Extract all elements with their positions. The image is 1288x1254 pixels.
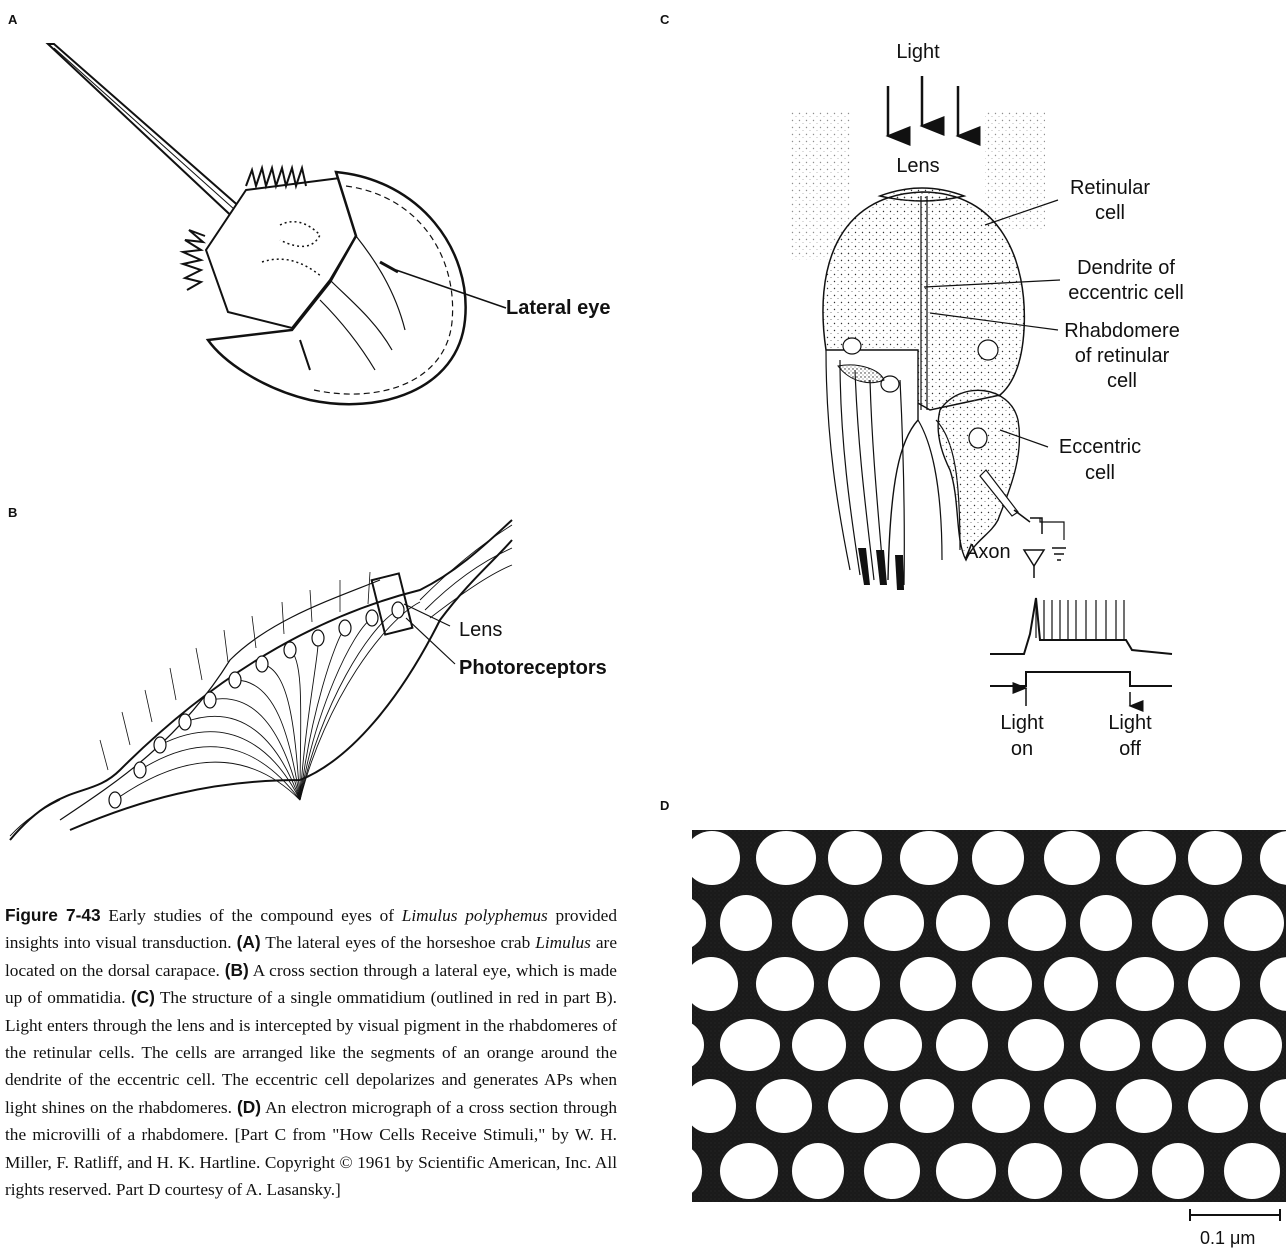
microvillus xyxy=(756,831,816,885)
microvillus xyxy=(1116,1079,1172,1133)
microvillus xyxy=(1044,957,1098,1011)
microvillus xyxy=(1080,895,1132,951)
dendrite-label-2: eccentric cell xyxy=(1068,281,1184,305)
eccentric-cell-label-1: Eccentric xyxy=(1059,435,1141,459)
microvillus xyxy=(612,957,672,1011)
microvillus xyxy=(1080,1143,1138,1199)
dendrite-label-1: Dendrite of xyxy=(1077,256,1175,280)
microvillus xyxy=(648,1019,704,1071)
microvillus xyxy=(1188,957,1240,1011)
microvillus xyxy=(828,1079,888,1133)
microvillus xyxy=(1116,957,1174,1011)
caption-species: Limulus polyphemus xyxy=(402,906,548,925)
microvillus xyxy=(1008,1143,1062,1199)
axon-label: Axon xyxy=(965,540,1011,564)
microvillus xyxy=(756,1079,812,1133)
microvillus xyxy=(1152,895,1208,951)
microvillus xyxy=(684,957,738,1011)
stimulus-trace xyxy=(990,672,1172,686)
microvillus xyxy=(900,1079,954,1133)
microvillus xyxy=(612,831,664,885)
microvillus xyxy=(720,895,772,951)
microvillus xyxy=(684,831,740,885)
microvillus xyxy=(756,957,814,1011)
microvillus xyxy=(612,1079,670,1133)
light-off-label-1: Light xyxy=(1108,711,1151,735)
retinular-cell-label-1: Retinular xyxy=(1070,176,1150,200)
rhabdomere-label-1: Rhabdomere xyxy=(1064,319,1180,343)
microvillus xyxy=(1224,1019,1282,1071)
panel-c-letter: C xyxy=(660,12,669,27)
microvillus xyxy=(900,831,958,885)
caption-marker-d: (D) xyxy=(237,1097,261,1117)
caption-marker-c: (C) xyxy=(131,987,155,1007)
microvillus xyxy=(936,1143,996,1199)
microvillus xyxy=(864,1143,920,1199)
microvillus xyxy=(720,1143,778,1199)
microvillus xyxy=(1224,1143,1280,1199)
microvillus xyxy=(1044,831,1100,885)
microvillus xyxy=(900,957,956,1011)
microvillus xyxy=(1008,895,1066,951)
panel-d-letter: D xyxy=(660,798,669,813)
retinular-cell-label-2: cell xyxy=(1095,201,1125,225)
microvillus xyxy=(1224,895,1284,951)
microvillus xyxy=(972,831,1024,885)
ap-trace xyxy=(990,598,1172,654)
microvillus xyxy=(972,1079,1030,1133)
microvillus xyxy=(1116,831,1176,885)
microvillus xyxy=(1188,831,1242,885)
microvillus xyxy=(792,1143,844,1199)
panel-b-letter: B xyxy=(8,505,17,520)
microvillus xyxy=(828,957,880,1011)
lens-label-c: Lens xyxy=(896,154,939,178)
rhabdomere-label-3: cell xyxy=(1107,369,1137,393)
figure-caption: Figure 7-43 Early studies of the compoun… xyxy=(5,902,617,1203)
microvillus xyxy=(720,1019,780,1071)
caption-figure-label: Figure 7-43 xyxy=(5,905,101,925)
microvillus xyxy=(1152,1143,1204,1199)
microvillus xyxy=(828,831,882,885)
microvillus xyxy=(864,1019,922,1071)
micrograph xyxy=(612,830,1288,1221)
light-on-label-1: Light xyxy=(1000,711,1043,735)
caption-text: The lateral eyes of the horseshoe crab xyxy=(265,933,530,952)
caption-genus: Limulus xyxy=(535,933,591,952)
microvillus xyxy=(648,895,706,951)
light-label: Light xyxy=(896,40,939,64)
microvillus xyxy=(864,895,924,951)
microvillus xyxy=(1188,1079,1248,1133)
microvillus xyxy=(936,895,990,951)
light-on-label-2: on xyxy=(1011,737,1033,761)
lateral-eye-label: Lateral eye xyxy=(506,296,611,320)
microvillus xyxy=(972,957,1032,1011)
horseshoe-crab-drawing xyxy=(48,44,506,404)
photoreceptors-label: Photoreceptors xyxy=(459,656,607,680)
microvillus xyxy=(1044,1079,1096,1133)
eccentric-cell-label-2: cell xyxy=(1085,461,1115,485)
scale-bar-label: 0.1 μm xyxy=(1200,1228,1255,1249)
microvillus xyxy=(648,1143,702,1199)
lens-label-b: Lens xyxy=(459,618,502,642)
microvillus xyxy=(792,1019,846,1071)
rhabdomere-label-2: of retinular xyxy=(1075,344,1170,368)
microvillus xyxy=(792,895,848,951)
microvillus xyxy=(684,1079,736,1133)
eye-cross-section-drawing xyxy=(10,520,512,840)
caption-text: Early studies of the compound eyes of xyxy=(108,906,394,925)
caption-marker-a: (A) xyxy=(237,932,261,952)
microvillus xyxy=(936,1019,988,1071)
caption-marker-b: (B) xyxy=(225,960,249,980)
microvillus xyxy=(1008,1019,1064,1071)
microvillus xyxy=(1080,1019,1140,1071)
light-off-label-2: off xyxy=(1119,737,1141,761)
panel-a-letter: A xyxy=(8,12,17,27)
microvillus xyxy=(1152,1019,1206,1071)
